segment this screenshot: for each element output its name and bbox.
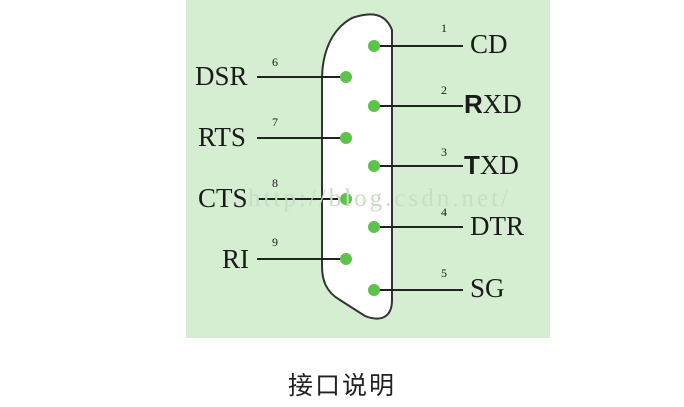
pin-label-dsr: DSR bbox=[195, 61, 248, 91]
pin-label-text: SG bbox=[470, 273, 505, 303]
pin-number: 9 bbox=[272, 235, 278, 249]
pin-6-dot bbox=[340, 71, 352, 83]
connector-outline bbox=[321, 13, 393, 320]
pin-4-dot bbox=[368, 221, 380, 233]
pin-label-prefix: T bbox=[464, 150, 480, 180]
watermark-text: http://blog.csdn.net/ bbox=[248, 185, 511, 212]
pin-label-txd: TXD bbox=[464, 152, 519, 179]
pin-label-ri: RI bbox=[222, 244, 249, 274]
pin-number: 3 bbox=[441, 145, 447, 159]
pin-2-dot bbox=[368, 100, 380, 112]
pin-9-dot bbox=[340, 253, 352, 265]
pin-label-text: DTR bbox=[470, 211, 524, 241]
pin-label-rts: RTS bbox=[198, 122, 246, 152]
pin-number: 6 bbox=[272, 55, 278, 69]
pin-number: 2 bbox=[441, 83, 447, 97]
pin-1-dot bbox=[368, 40, 380, 52]
pin-label-cd: CD bbox=[470, 31, 508, 58]
pin-label-text: XD bbox=[482, 89, 522, 119]
pin-7-dot bbox=[340, 132, 352, 144]
pin-5-dot bbox=[368, 284, 380, 296]
pin-number: 4 bbox=[441, 205, 447, 219]
pin-number: 5 bbox=[441, 266, 447, 280]
pin-label-rxd: RXD bbox=[464, 91, 522, 118]
pin-3-dot bbox=[368, 160, 380, 172]
pin-label-cts: CTS bbox=[198, 183, 248, 213]
pin-label-text: CD bbox=[470, 29, 508, 59]
pin-8-dot bbox=[340, 193, 352, 205]
pin-number: 7 bbox=[272, 115, 278, 129]
pin-number: 8 bbox=[272, 176, 278, 190]
caption: 接口说明 bbox=[287, 371, 396, 400]
pin-label-sg: SG bbox=[470, 275, 505, 302]
pin-label-dtr: DTR bbox=[470, 213, 524, 240]
pin-label-prefix: R bbox=[464, 89, 483, 119]
pin-number: 1 bbox=[441, 21, 447, 35]
pin-label-text: XD bbox=[479, 150, 519, 180]
